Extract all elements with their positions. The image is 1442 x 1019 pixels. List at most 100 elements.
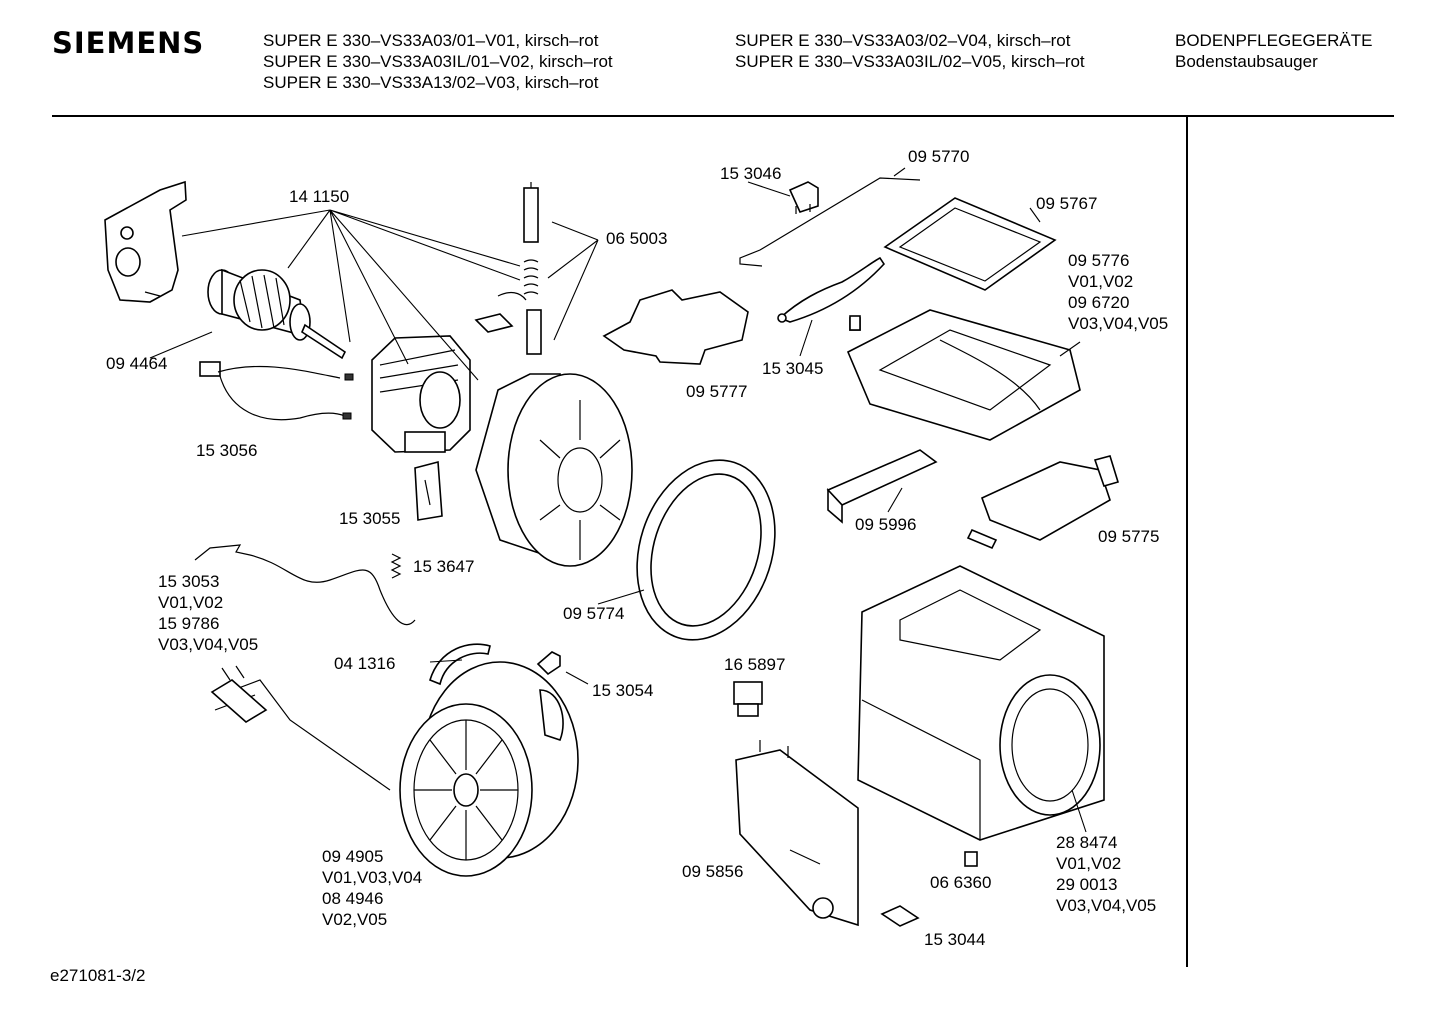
label-094464: 09 4464 xyxy=(106,354,167,373)
filter-frame-drawing xyxy=(883,197,1057,291)
label-095775: 09 5775 xyxy=(1098,527,1159,546)
label-095777: 09 5777 xyxy=(686,382,747,401)
part-number: 09 4905 xyxy=(322,847,383,866)
label-153053: 15 3053 V01,V02 15 9786 V03,V04,V05 xyxy=(158,572,258,654)
category-title: BODENPFLEGEGERÄTE xyxy=(1175,31,1373,50)
variant-codes: V01,V03,V04 xyxy=(322,868,422,887)
fan-housing-drawing xyxy=(475,373,633,567)
model-line: SUPER E 330–VS33A03/02–V04, kirsch–rot xyxy=(735,31,1071,50)
leader-lines xyxy=(149,167,1087,865)
label-153647: 15 3647 xyxy=(413,557,474,576)
siemens-logo: SIEMENS xyxy=(52,26,205,60)
variant-codes: V01,V02 xyxy=(158,593,223,612)
carbon-brush-drawing xyxy=(474,182,542,355)
part-number: 08 4946 xyxy=(322,889,383,908)
part-number: 15 9786 xyxy=(158,614,219,633)
nut-drawing xyxy=(849,315,978,867)
part-number: 16 5897 xyxy=(724,655,785,674)
duct-bracket-drawing xyxy=(966,455,1120,550)
label-153045: 15 3045 xyxy=(762,359,823,378)
cable-reel-drawing xyxy=(210,661,579,877)
model-line: SUPER E 330–VS33A13/02–V03, kirsch–rot xyxy=(263,73,599,92)
variant-codes: V03,V04,V05 xyxy=(158,635,258,654)
seal-ring-drawing xyxy=(636,459,776,641)
spring-drawing xyxy=(390,553,402,579)
model-line: SUPER E 330–VS33A03/01–V01, kirsch–rot xyxy=(263,31,599,50)
label-153056: 15 3056 xyxy=(196,441,257,460)
clamp-drawing xyxy=(429,643,491,686)
variant-codes: V02,V05 xyxy=(322,910,387,929)
part-labels: 14 1150 06 5003 09 4464 15 3056 15 3055 … xyxy=(106,147,1168,949)
variant-codes: V03,V04,V05 xyxy=(1056,896,1156,915)
label-095770: 09 5770 xyxy=(908,147,969,166)
model-line: SUPER E 330–VS33A03IL/01–V02, kirsch–rot xyxy=(263,52,613,71)
label-095996: 09 5996 xyxy=(855,515,916,534)
part-number: 09 5856 xyxy=(682,862,743,881)
bar-drawing xyxy=(826,449,938,524)
label-065003: 06 5003 xyxy=(606,229,667,248)
label-153054: 15 3054 xyxy=(592,681,653,700)
label-095767: 09 5767 xyxy=(1036,194,1097,213)
label-165897: 16 5897 xyxy=(724,655,785,674)
model-list-1: SUPER E 330–VS33A03/01–V01, kirsch–rot S… xyxy=(263,30,613,93)
part-number: 15 3045 xyxy=(762,359,823,378)
switch-clip-drawing xyxy=(788,181,819,214)
label-066360: 06 6360 xyxy=(930,873,991,892)
label-153046: 15 3046 xyxy=(720,164,781,183)
motor-cover-bracket-drawing xyxy=(104,180,187,303)
part-number: 09 6720 xyxy=(1068,293,1129,312)
part-number: 09 5767 xyxy=(1036,194,1097,213)
dust-container-drawing xyxy=(857,565,1105,841)
variant-codes: V01,V02 xyxy=(1068,272,1133,291)
pad-drawing xyxy=(880,905,920,927)
button-drawing xyxy=(733,681,763,717)
filter-plate-drawing xyxy=(602,289,749,365)
header-divider xyxy=(52,115,1394,117)
part-number: 15 3056 xyxy=(196,441,257,460)
part-number: 09 5775 xyxy=(1098,527,1159,546)
armature-drawing xyxy=(207,268,347,360)
tension-spring-drawing xyxy=(777,256,886,323)
part-number: 06 5003 xyxy=(606,229,667,248)
label-095776: 09 5776 V01,V02 09 6720 V03,V04,V05 xyxy=(1068,251,1168,333)
clip-drawing xyxy=(414,460,443,521)
product-category: BODENPFLEGEGERÄTE Bodenstaubsauger xyxy=(1175,30,1372,72)
stator-drawing xyxy=(371,335,471,453)
wiring-harness-drawing xyxy=(199,361,354,421)
part-number: 15 3647 xyxy=(413,557,474,576)
label-095856: 09 5856 xyxy=(682,862,743,881)
part-number: 28 8474 xyxy=(1056,833,1117,852)
part-number: 15 3046 xyxy=(720,164,781,183)
part-number: 09 5770 xyxy=(908,147,969,166)
part-number: 14 1150 xyxy=(289,187,349,206)
label-041316: 04 1316 xyxy=(334,654,395,673)
part-number: 09 5777 xyxy=(686,382,747,401)
side-divider xyxy=(1186,117,1188,967)
part-number: 09 5774 xyxy=(563,604,624,623)
label-153055: 15 3055 xyxy=(339,509,400,528)
model-line: SUPER E 330–VS33A03IL/02–V05, kirsch–rot xyxy=(735,52,1085,71)
variant-codes: V01,V02 xyxy=(1056,854,1121,873)
part-number: 15 3044 xyxy=(924,930,985,949)
part-number: 09 4464 xyxy=(106,354,167,373)
model-list-2: SUPER E 330–VS33A03/02–V04, kirsch–rot S… xyxy=(735,30,1085,72)
label-141150: 14 1150 xyxy=(289,187,349,206)
variant-codes: V03,V04,V05 xyxy=(1068,314,1168,333)
part-number: 09 5996 xyxy=(855,515,916,534)
rod-drawing xyxy=(739,177,921,267)
part-number: 15 3054 xyxy=(592,681,653,700)
part-number: 06 6360 xyxy=(930,873,991,892)
bracket-clip-drawing xyxy=(536,651,561,676)
label-153044: 15 3044 xyxy=(924,930,985,949)
drawing-id: e271081-3/2 xyxy=(50,966,146,985)
part-number: 29 0013 xyxy=(1056,875,1117,894)
label-094905: 09 4905 V01,V03,V04 08 4946 V02,V05 xyxy=(322,847,427,929)
label-288474: 28 8474 V01,V02 29 0013 V03,V04,V05 xyxy=(1056,833,1156,915)
part-number: 15 3055 xyxy=(339,509,400,528)
wire-drawing xyxy=(194,544,416,626)
part-number: 15 3053 xyxy=(158,572,219,591)
part-number: 09 5776 xyxy=(1068,251,1129,270)
part-number: 04 1316 xyxy=(334,654,395,673)
